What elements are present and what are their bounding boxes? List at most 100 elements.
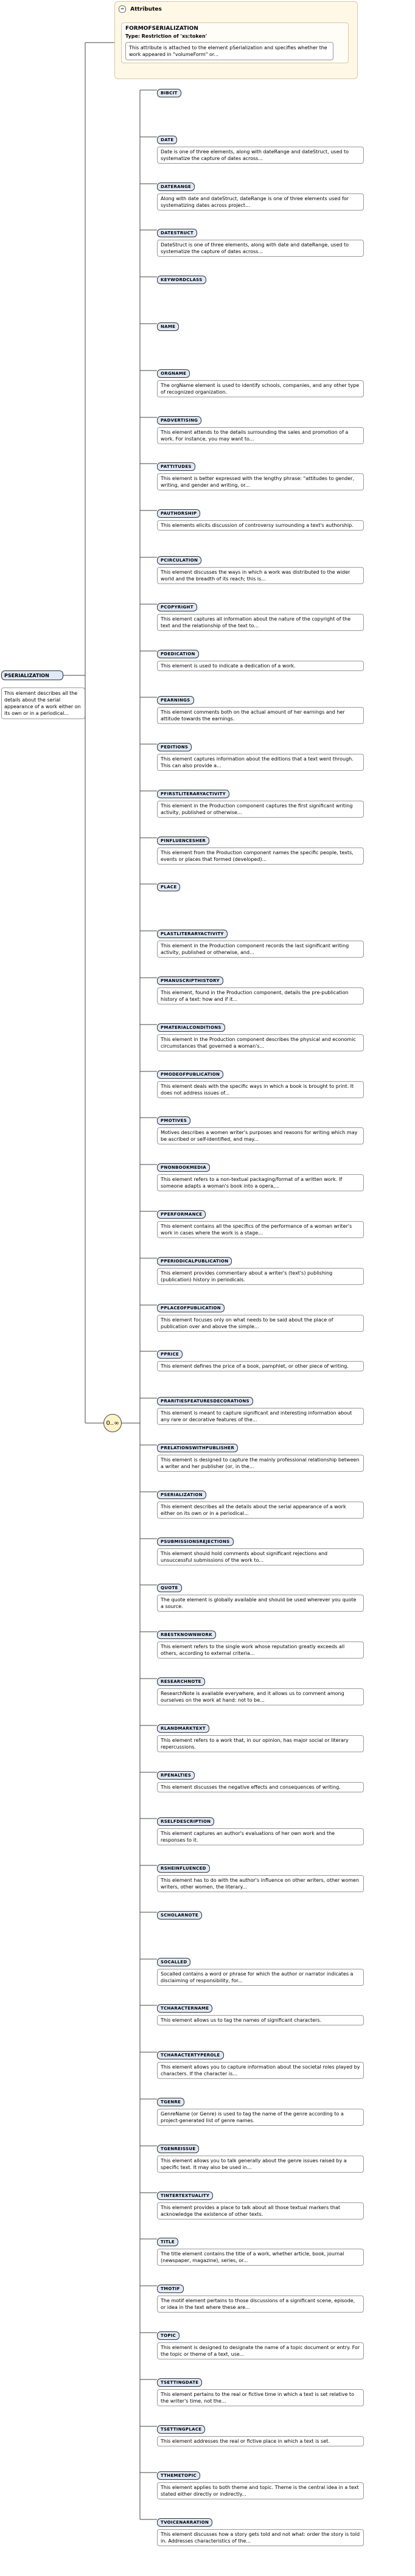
element-name-box[interactable]: DATESTRUCT <box>157 229 198 237</box>
element-description: This element contains all the specifics … <box>157 1221 364 1238</box>
element-name-box[interactable]: PATTITUDES <box>157 462 195 471</box>
element-name-box[interactable]: TSETTINGPLACE <box>157 2425 206 2434</box>
element-name-box[interactable]: PRELATIONSWITHPUBLISHER <box>157 1444 239 1452</box>
element-node: BIBCIT <box>157 85 388 97</box>
element-name-box[interactable]: RLANDMARKTEXT <box>157 1724 209 1733</box>
element-node: PCOPYRIGHT This element captures all info… <box>157 599 388 631</box>
element-node: PDEDICATION This element is used to indic… <box>157 646 388 671</box>
element-name-box[interactable]: PCOPYRIGHT <box>157 603 197 611</box>
element-name-box[interactable]: PSERIALIZATION <box>157 1491 206 1499</box>
element-name-box[interactable]: PMATERIALCONDITIONS <box>157 1023 225 1032</box>
element-name-box[interactable]: BIBCIT <box>157 89 181 97</box>
element-description: This element addresses the real or ficti… <box>157 2436 364 2446</box>
element-name-box[interactable]: TSETTINGDATE <box>157 2378 203 2387</box>
element-name-box[interactable]: PPERIODICALPUBLICATION <box>157 1257 232 1265</box>
element-node: TSETTINGPLACE This element addresses the … <box>157 2421 388 2446</box>
element-name-box[interactable]: PPLACEOFPUBLICATION <box>157 1304 225 1312</box>
element-node: PPERFORMANCE This element contains all th… <box>157 1206 388 1238</box>
element-node: NAME <box>157 319 388 331</box>
element-name-box[interactable]: TGENRE <box>157 2098 185 2106</box>
element-name-box[interactable]: PMOTIVES <box>157 1116 191 1125</box>
element-name-box[interactable]: TGENREISSUE <box>157 2145 200 2153</box>
element-description: This element describes all the details a… <box>157 1502 364 1519</box>
element-node: PCIRCULATION This element discusses the w… <box>157 552 388 584</box>
element-description: DateStruct is one of three elements, alo… <box>157 240 364 257</box>
element-name-box[interactable]: PRARITIESFEATURESDECORATIONS <box>157 1397 253 1405</box>
element-name-box[interactable]: PSUBMISSIONSREJECTIONS <box>157 1537 234 1546</box>
element-name-box[interactable]: TVOICENARRATION <box>157 2518 213 2527</box>
element-description: ResearchNote is available everywhere, an… <box>157 1688 364 1705</box>
attributes-panel: − Attributes FORMOFSERIALIZATION Type: R… <box>114 1 358 79</box>
element-name-box[interactable]: RSHEINFLUENCED <box>157 1864 210 1873</box>
element-name-box[interactable]: TITLE <box>157 2238 178 2246</box>
element-description: This element captures all information ab… <box>157 614 364 631</box>
element-name-box[interactable]: TCHARACTERTYPEROLE <box>157 2051 224 2059</box>
element-name-box[interactable]: TMOTIF <box>157 2285 184 2293</box>
element-name-box[interactable]: PLASTLITERARYACTIVITY <box>157 930 228 938</box>
element-name-box[interactable]: RPENALTIES <box>157 1771 195 1780</box>
element-description: This element comments both on the actual… <box>157 707 364 724</box>
element-node: SCHOLARNOTE <box>157 1907 388 1920</box>
element-name-box[interactable]: PMANUSCRIPTHISTORY <box>157 976 223 985</box>
element-name-box[interactable]: PEARNINGS <box>157 696 194 705</box>
element-name-box[interactable]: PMODEOFPUBLICATION <box>157 1070 224 1079</box>
element-description: This elements elicits discussion of cont… <box>157 520 364 531</box>
element-description: The motif element pertains to those disc… <box>157 2296 364 2313</box>
element-name-box[interactable]: TCHARACTERNAME <box>157 2004 213 2013</box>
element-name-box[interactable]: PNONBOOKMEDIA <box>157 1163 210 1172</box>
element-name-box[interactable]: DATE <box>157 136 178 144</box>
element-description: This element focuses only on what needs … <box>157 1315 364 1332</box>
element-name-box[interactable]: TINTERTEXTUALITY <box>157 2191 214 2200</box>
element-description: This element is designed to designate th… <box>157 2342 364 2359</box>
attribute-type-label: Type: <box>125 33 141 39</box>
root-element[interactable]: PSERIALIZATION <box>1 670 63 680</box>
collapse-toggle-icon[interactable]: − <box>119 5 126 13</box>
element-description: This element provides a place to talk ab… <box>157 2202 364 2219</box>
element-name-box[interactable]: QUOTE <box>157 1584 182 1592</box>
element-description: This element discusses the ways in which… <box>157 567 364 584</box>
element-description: This element should hold comments about … <box>157 1548 364 1565</box>
element-name-box[interactable]: TTHEMETOPIC <box>157 2471 200 2480</box>
element-description: This element pertains to the real or fic… <box>157 2389 364 2406</box>
element-name-box[interactable]: PEDITIONS <box>157 743 192 751</box>
element-description: This element allows us to tag the names … <box>157 2015 364 2025</box>
element-name-box[interactable]: NAME <box>157 322 180 331</box>
element-description: This element is used to indicate a dedic… <box>157 661 364 671</box>
element-name-box[interactable]: SCHOLARNOTE <box>157 1911 202 1920</box>
element-name-box[interactable]: KEYWORDCLASS <box>157 276 206 284</box>
element-name-box[interactable]: SOCALLED <box>157 1958 191 1966</box>
element-name-box[interactable]: PLACE <box>157 883 181 891</box>
element-name-box[interactable]: ORGNAME <box>157 369 190 378</box>
element-name-box[interactable]: RBESTKNOWNWORK <box>157 1631 216 1639</box>
element-node: DATESTRUCT DateStruct is one of three ele… <box>157 225 388 257</box>
element-name-box[interactable]: DATERANGE <box>157 183 195 191</box>
element-node: PSUBMISSIONSREJECTIONS This element shoul… <box>157 1534 388 1565</box>
element-description: This element applies to both theme and t… <box>157 2482 364 2499</box>
element-name-box[interactable]: PPERFORMANCE <box>157 1210 206 1219</box>
element-name-box[interactable]: PDEDICATION <box>157 650 199 658</box>
element-name-box[interactable]: PADVERTISING <box>157 416 202 425</box>
element-description: This element is designed to capture the … <box>157 1455 364 1472</box>
element-name-box[interactable]: RSELFDESCRIPTION <box>157 1817 215 1826</box>
element-name-box[interactable]: RESEARCHNOTE <box>157 1677 205 1686</box>
element-node: PPLACEOFPUBLICATION This element focuses … <box>157 1300 388 1332</box>
element-name-box[interactable]: PPRICE <box>157 1350 183 1359</box>
element-name-box[interactable]: PINFLUENCESHER <box>157 837 210 845</box>
element-name-box[interactable]: PCIRCULATION <box>157 556 202 565</box>
element-name-box[interactable]: TOPIC <box>157 2331 180 2340</box>
root-element-description: This element describes all the details a… <box>1 688 85 719</box>
element-name-box[interactable]: PFIRSTLITERARYACTIVITY <box>157 790 229 798</box>
element-name-box[interactable]: PAUTHORSHIP <box>157 509 201 518</box>
